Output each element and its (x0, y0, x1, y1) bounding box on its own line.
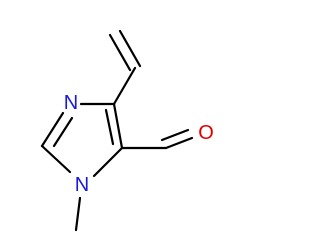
ring-bond-n3-c2-outer (40, 111, 65, 148)
methyl-bond (74, 196, 82, 232)
vinyl-double-bond-outer (108, 33, 132, 72)
ring-bond-c2-n1 (40, 144, 72, 174)
aldehyde-double-bond-inner (160, 128, 190, 142)
ring-bond-n1-c5 (92, 146, 124, 178)
molecule-structure: N N O (40, 29, 214, 232)
ring-bond-c5-c4-outer (112, 102, 124, 150)
atom-label-n-methyl: N (75, 174, 89, 196)
ring-bond-n3-c2-inner (52, 116, 74, 148)
vinyl-double-bond-inner (118, 29, 142, 68)
atom-label-o-aldehyde: O (198, 122, 214, 144)
atom-label-n-imine: N (64, 92, 78, 114)
vinyl-single-bond (112, 66, 137, 106)
ring-bond-c5-c4-inner (104, 108, 115, 146)
aldehyde-double-bond-outer (164, 136, 194, 150)
